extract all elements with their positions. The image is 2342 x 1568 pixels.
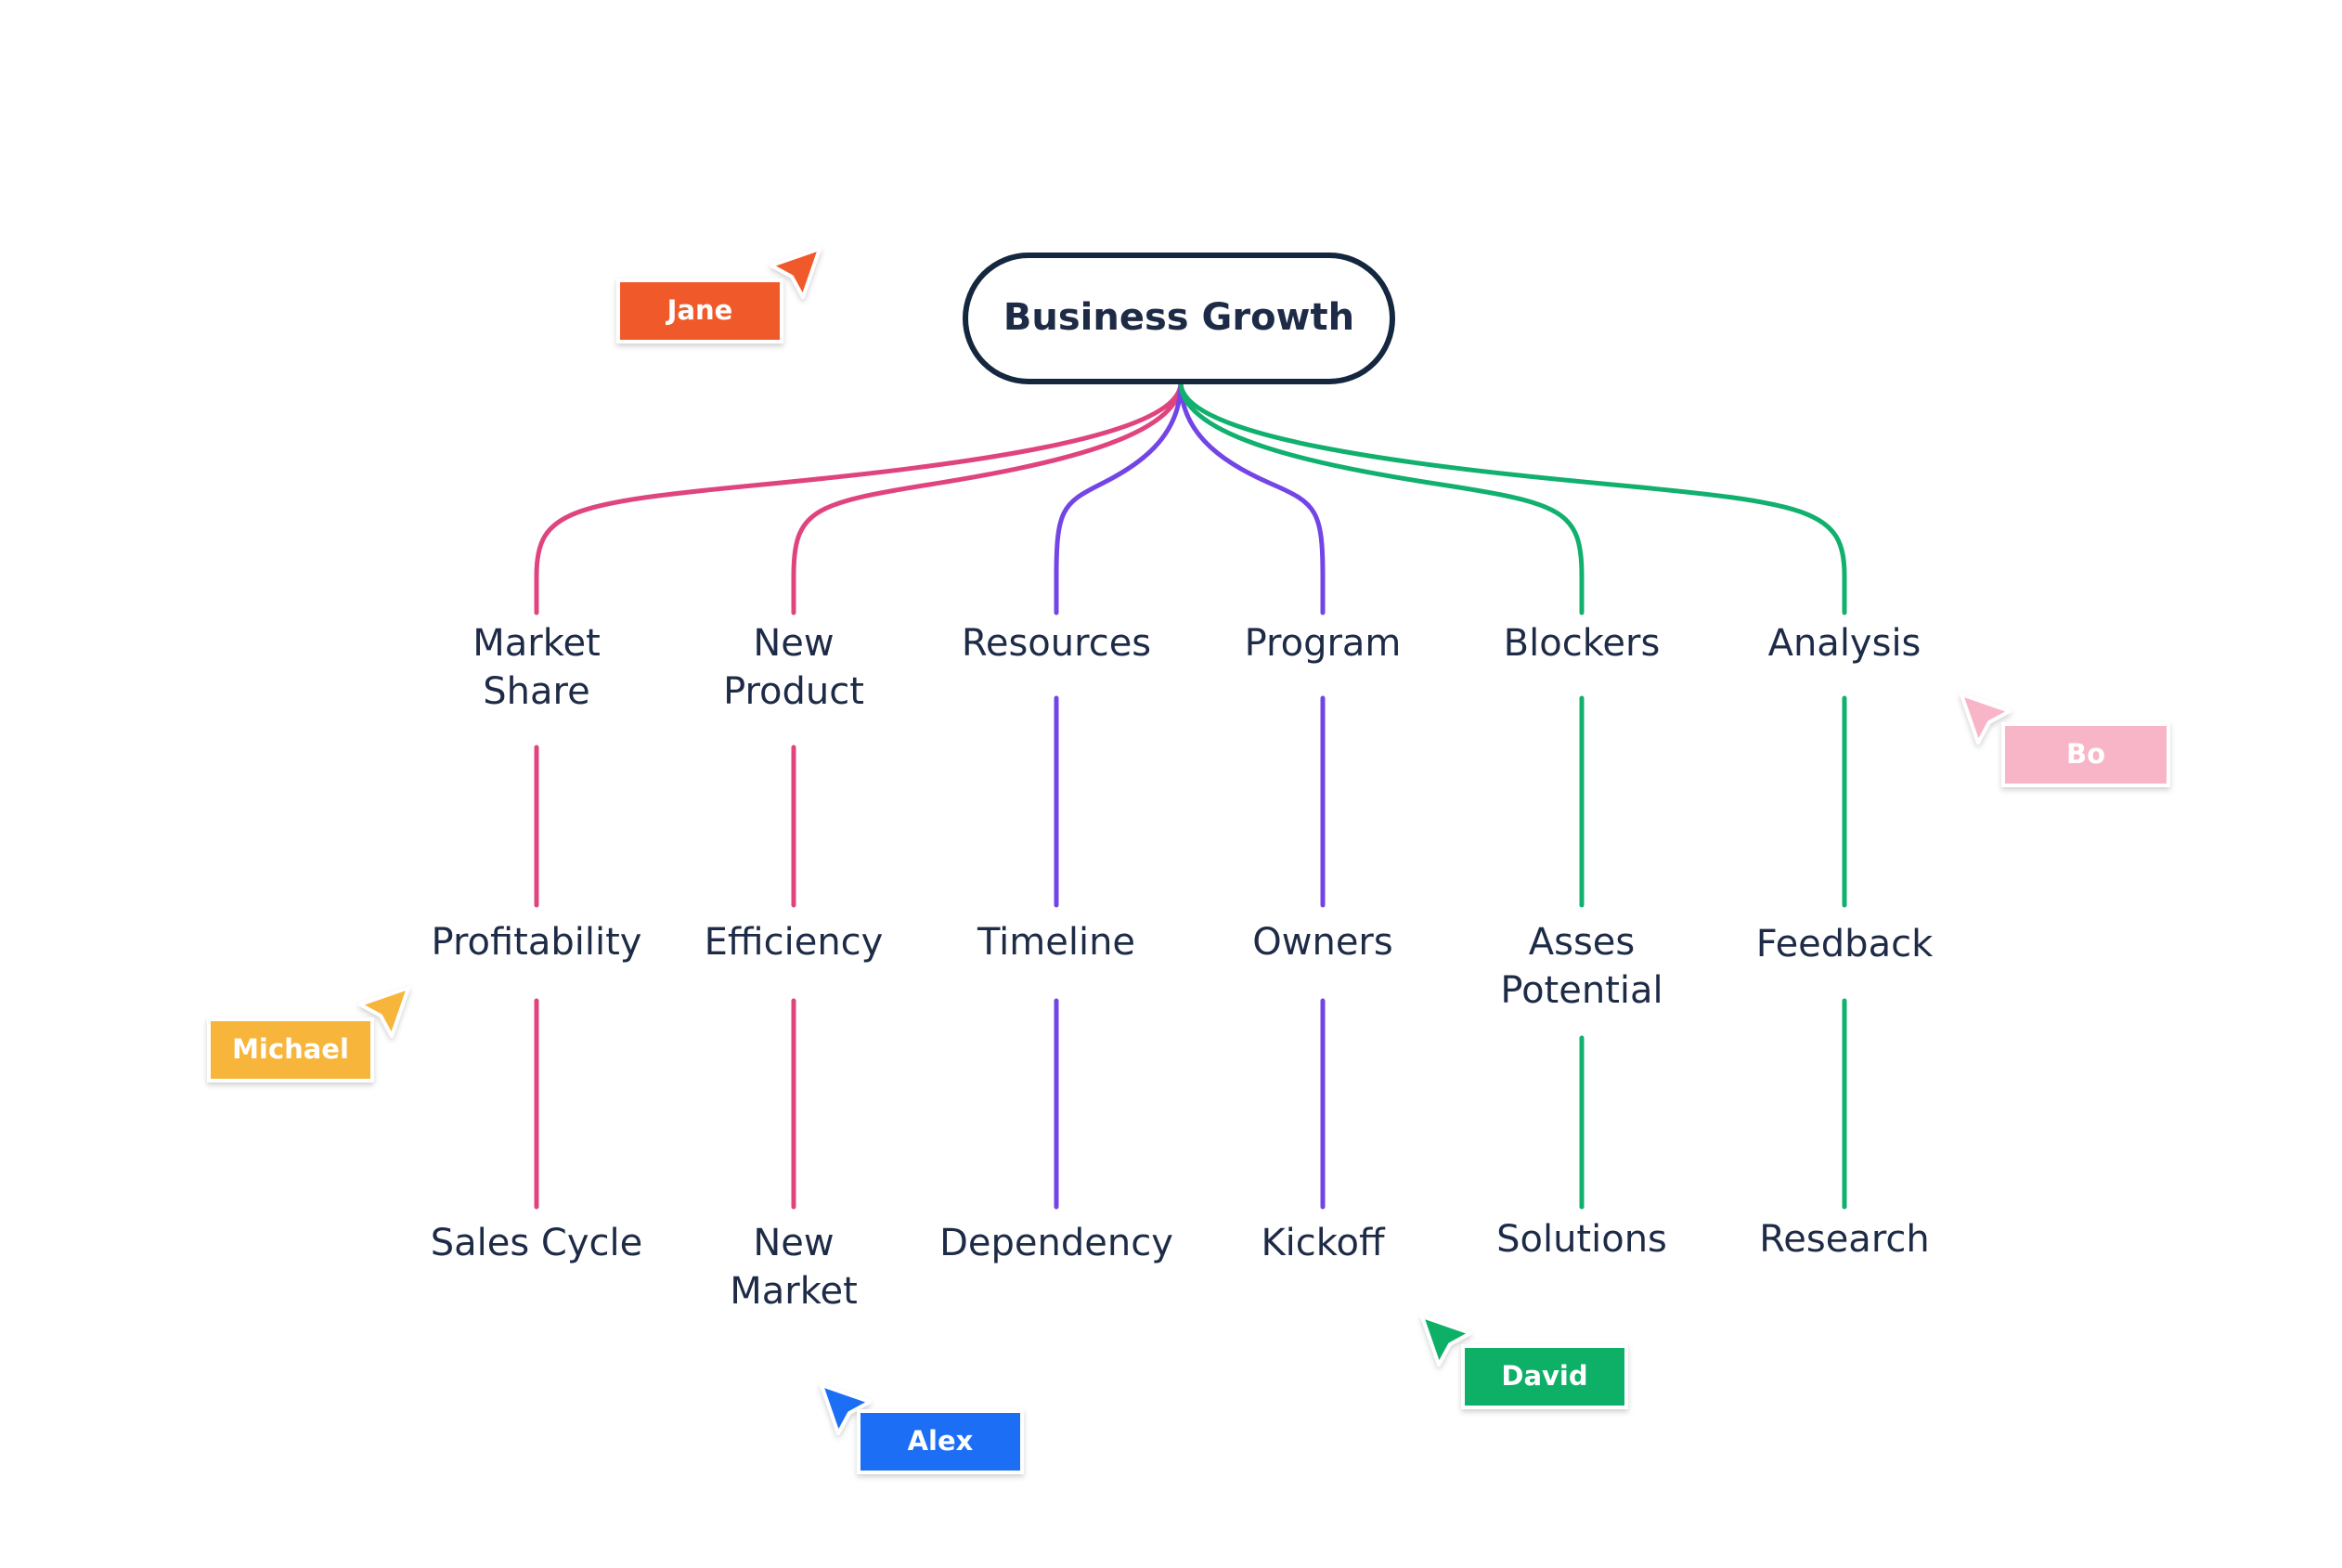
cursor-alex: Alex xyxy=(820,1383,1024,1474)
cursor-bo: Bo xyxy=(1960,693,2170,787)
node-resources[interactable]: Resources xyxy=(962,622,1151,665)
node-label-line: Research xyxy=(1759,1218,1929,1261)
cursor-arrow-icon xyxy=(1420,1315,1472,1367)
node-label-line: New xyxy=(753,1222,834,1264)
node-sales-cycle[interactable]: Sales Cycle xyxy=(431,1222,643,1264)
cursor-name: Alex xyxy=(908,1425,974,1457)
cursor-arrow-icon xyxy=(1960,693,2012,745)
cursor-label-box xyxy=(616,279,783,343)
node-analysis[interactable]: Analysis xyxy=(1768,622,1921,665)
node-label-line: Analysis xyxy=(1768,622,1921,665)
cursor-michael: Michael xyxy=(207,986,410,1082)
root-connector-5 xyxy=(1178,380,1585,616)
cursor-label-box xyxy=(2001,722,2170,787)
node-dependency[interactable]: Dependency xyxy=(939,1222,1173,1264)
cursor-label-box xyxy=(857,1409,1024,1474)
root-connector-2 xyxy=(791,380,1184,616)
node-label-line: Profitability xyxy=(432,921,642,964)
node-label-line: Market xyxy=(472,622,601,665)
node-label-line: Resources xyxy=(962,622,1151,665)
cursor-david: David xyxy=(1420,1315,1628,1409)
root-node[interactable]: Business Growth xyxy=(963,253,1395,384)
node-label-line: New xyxy=(753,622,834,665)
root-connector-1 xyxy=(534,380,1184,616)
cursor-label-box xyxy=(1461,1344,1628,1409)
cursor-name: Bo xyxy=(2066,738,2105,770)
node-feedback[interactable]: Feedback xyxy=(1756,923,1934,965)
node-label-line: Share xyxy=(483,670,589,713)
node-kickoff[interactable]: Kickoff xyxy=(1261,1222,1386,1264)
cursor-name: Jane xyxy=(666,294,733,326)
node-label-line: Asses xyxy=(1529,921,1636,964)
cursor-arrow-icon xyxy=(770,247,822,299)
node-label-line: Solutions xyxy=(1496,1218,1667,1261)
root-connector-6 xyxy=(1178,380,1847,616)
node-label-line: Sales Cycle xyxy=(431,1222,643,1264)
cursor-name: David xyxy=(1501,1360,1587,1392)
node-solutions[interactable]: Solutions xyxy=(1496,1218,1667,1261)
node-timeline[interactable]: Timeline xyxy=(977,921,1135,964)
node-label-line: Kickoff xyxy=(1261,1222,1386,1264)
node-program[interactable]: Program xyxy=(1245,622,1402,665)
root-connector-3 xyxy=(1054,380,1184,616)
cursor-label-box xyxy=(207,1017,374,1082)
node-label-line: Efficiency xyxy=(705,921,884,964)
root-node-frame xyxy=(963,253,1395,384)
cursor-arrow-icon xyxy=(358,986,410,1038)
cursor-name: Michael xyxy=(232,1033,349,1065)
cursor-arrow-icon xyxy=(820,1383,872,1435)
node-owners[interactable]: Owners xyxy=(1252,921,1392,964)
node-label-line: Potential xyxy=(1500,969,1663,1012)
node-label-line: Product xyxy=(723,670,864,713)
cursor-jane: Jane xyxy=(616,247,822,343)
node-label-line: Feedback xyxy=(1756,923,1934,965)
node-label-line: Dependency xyxy=(939,1222,1173,1264)
node-label-line: Owners xyxy=(1252,921,1392,964)
node-label-line: Program xyxy=(1245,622,1402,665)
node-research[interactable]: Research xyxy=(1759,1218,1929,1261)
node-label-line: Timeline xyxy=(977,921,1135,964)
node-profitability[interactable]: Profitability xyxy=(432,921,642,964)
node-label-line: Blockers xyxy=(1504,622,1661,665)
root-connector-4 xyxy=(1178,380,1326,616)
connector-lines xyxy=(534,380,1847,1210)
root-node-label: Business Growth xyxy=(1003,296,1354,339)
node-efficiency[interactable]: Efficiency xyxy=(705,921,884,964)
node-blockers[interactable]: Blockers xyxy=(1504,622,1661,665)
node-label-line: Market xyxy=(730,1270,858,1313)
